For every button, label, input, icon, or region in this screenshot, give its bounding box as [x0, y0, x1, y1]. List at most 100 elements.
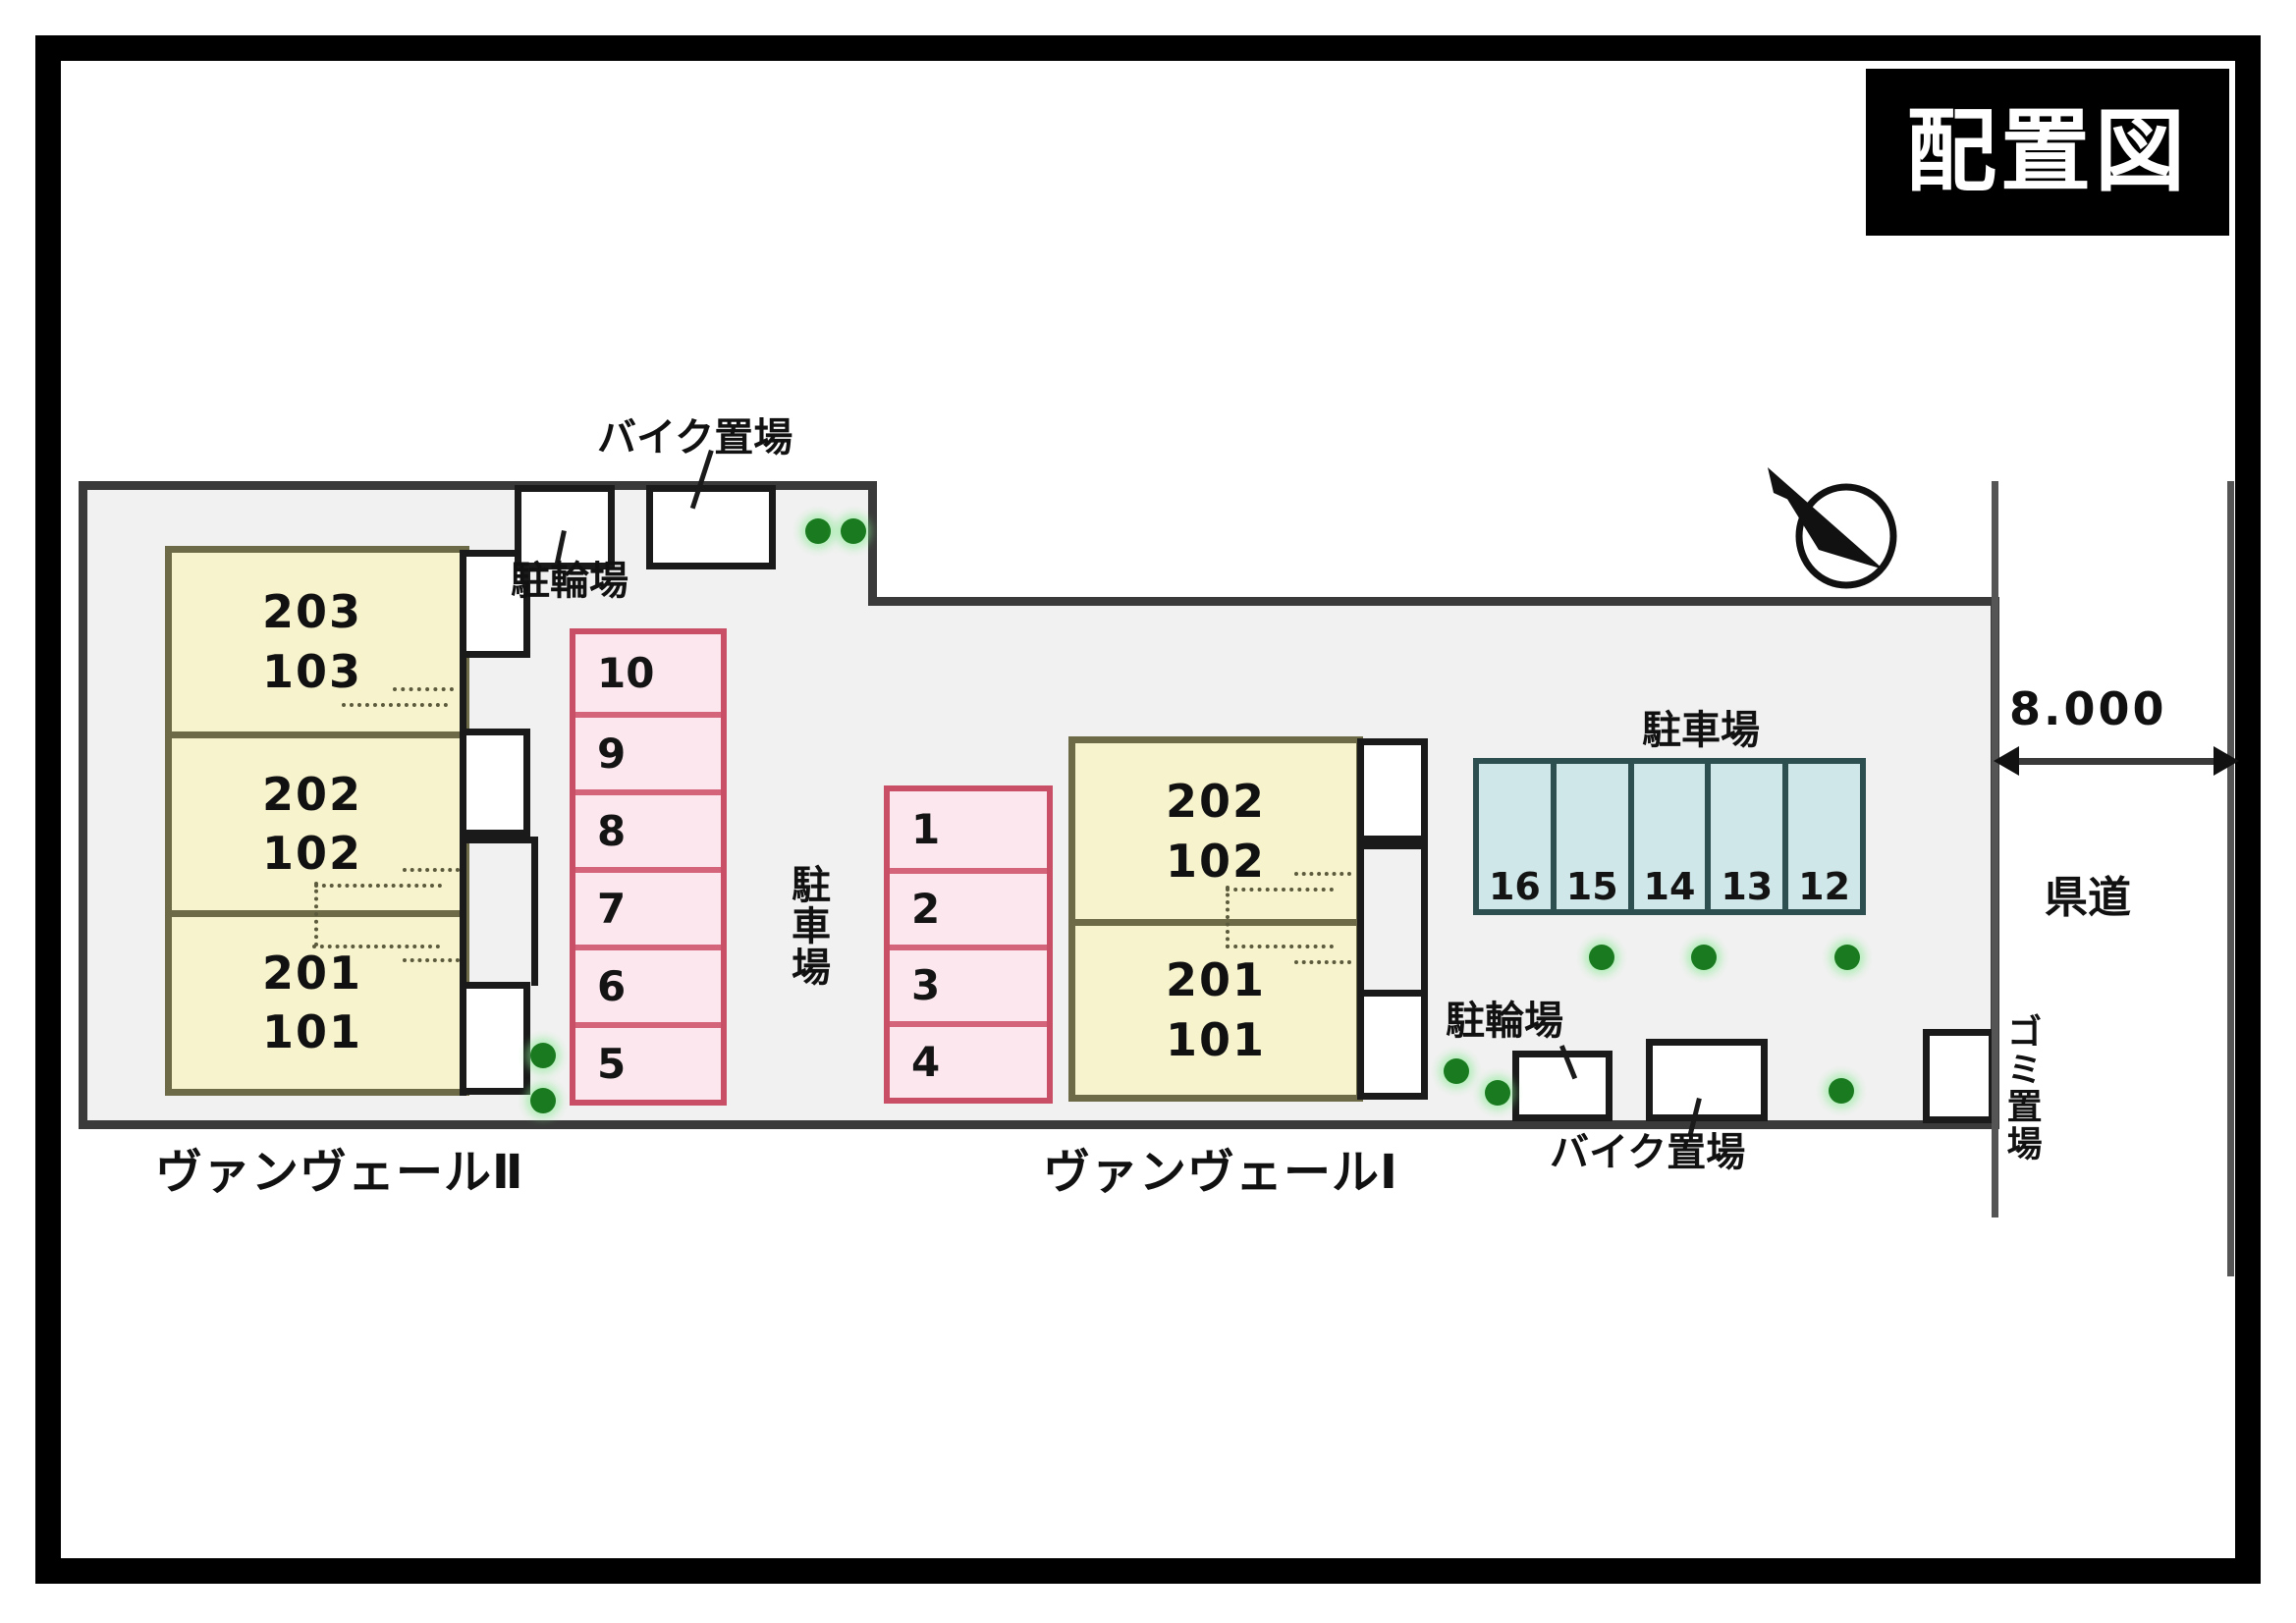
unit-number-upper: 202: [261, 767, 363, 821]
unit-divider-dotted: [342, 703, 448, 707]
motorcycle-parking-box-bottom: [1646, 1039, 1768, 1121]
stall-number: 3: [911, 961, 941, 1009]
building-name-vent-vert-2: ヴァンヴェールⅡ: [155, 1145, 524, 1200]
parking-stall[interactable]: 13: [1705, 764, 1782, 909]
unit-label-stack: 202 102: [1166, 772, 1266, 891]
unit-number-lower: 102: [1165, 834, 1267, 888]
shrub-dot: [805, 518, 831, 544]
unit-number-upper: 203: [261, 585, 363, 639]
building-vent-vert-2: 203 103 202 102 201 101: [165, 546, 469, 1096]
building-name-vent-vert-1: ヴァンヴェールⅠ: [1043, 1145, 1398, 1200]
bicycle-parking-label-top: 駐輪場: [511, 559, 629, 604]
building-edge-strip: [531, 837, 538, 986]
north-arrow-icon: [1760, 460, 1907, 597]
unit-divider-dotted: [403, 868, 460, 872]
unit-divider-dotted: [1226, 945, 1334, 948]
building-edge-strip: [1357, 842, 1428, 849]
unit-divider-dotted: [1226, 886, 1230, 948]
stall-number: 2: [911, 885, 941, 933]
parking-stall[interactable]: 16: [1479, 764, 1551, 909]
site-boundary-step: [868, 481, 877, 601]
stall-number: 5: [597, 1039, 627, 1088]
motorcycle-parking-label-top: バイク置場: [597, 415, 793, 460]
parking-stall[interactable]: 1: [890, 791, 1047, 868]
parking-label-teal: 駐車場: [1642, 708, 1760, 753]
unit-divider-dotted: [403, 958, 460, 962]
shrub-dot: [1691, 945, 1717, 970]
unit-divider-dotted: [314, 884, 442, 888]
stall-number: 14: [1643, 865, 1696, 908]
unit-divider-dotted: [314, 882, 318, 947]
stall-number: 10: [597, 648, 655, 697]
parking-stall[interactable]: 9: [575, 712, 721, 789]
unit-number-lower: 101: [1165, 1013, 1267, 1066]
unit-label-stack: 201 101: [262, 944, 372, 1062]
unit-divider-dotted: [1294, 872, 1351, 876]
parking-block-pink-b: 1 2 3 4: [884, 785, 1053, 1104]
stall-number: 1: [911, 805, 941, 853]
unit-number-lower: 103: [261, 644, 363, 698]
motorcycle-parking-box-top: [646, 485, 776, 569]
stall-number: 4: [911, 1038, 941, 1086]
bicycle-parking-label-bottom: 駐輪場: [1446, 999, 1563, 1044]
unit-number-upper: 201: [261, 946, 363, 1000]
parking-stall[interactable]: 7: [575, 867, 721, 945]
parking-stall[interactable]: 5: [575, 1022, 721, 1100]
bicycle-parking-box-top: [515, 485, 615, 569]
unit-202-102: 202 102: [172, 730, 463, 910]
page-title: 配置図: [1905, 99, 2189, 204]
building-vent-vert-1: 202 102 201 101: [1068, 736, 1363, 1102]
parking-stall[interactable]: 14: [1627, 764, 1706, 909]
parking-stall[interactable]: 15: [1550, 764, 1628, 909]
trash-area-label: ゴミ置場: [2000, 1013, 2042, 1163]
balcony-box: [460, 982, 530, 1095]
dimension-arrow: [1994, 746, 2239, 776]
unit-201-101: 201 101: [1075, 919, 1356, 1095]
road-boundary-inner: [1992, 481, 1998, 1217]
stall-number: 6: [597, 961, 627, 1010]
shrub-dot: [1834, 945, 1860, 970]
stall-number: 16: [1488, 865, 1541, 908]
unit-label-stack: 202 102: [262, 765, 372, 884]
trash-area-box: [1923, 1029, 1995, 1123]
shrub-dot: [841, 518, 866, 544]
unit-divider-dotted: [1226, 888, 1334, 892]
unit-label-stack: 203 103: [262, 582, 372, 701]
parking-stall[interactable]: 12: [1782, 764, 1860, 909]
unit-divider-dotted: [312, 945, 440, 948]
unit-number-upper: 202: [1165, 774, 1267, 828]
parking-label-vertical: 駐車場: [785, 864, 830, 988]
parking-stall[interactable]: 8: [575, 789, 721, 867]
parking-block-teal: 16 15 14 13 12: [1473, 758, 1866, 915]
dimension-arrow-right: [2214, 746, 2239, 776]
unit-divider-dotted: [1294, 960, 1351, 964]
parking-stall[interactable]: 4: [890, 1021, 1047, 1098]
balcony-box: [1357, 990, 1428, 1100]
road-width-dimension: 8.000: [2009, 682, 2167, 735]
balcony-box: [1357, 738, 1428, 842]
unit-divider-dotted: [393, 687, 454, 691]
stall-number: 9: [597, 729, 627, 778]
parking-stall[interactable]: 3: [890, 945, 1047, 1021]
unit-202-102: 202 102: [1075, 743, 1356, 919]
stall-number: 8: [597, 806, 627, 855]
stall-number: 7: [597, 884, 627, 933]
parking-block-pink-a: 10 9 8 7 6 5: [570, 628, 727, 1106]
title-plate: 配置図: [1866, 69, 2229, 236]
shrub-dot: [1485, 1080, 1510, 1106]
stall-number: 15: [1565, 865, 1618, 908]
shrub-dot: [530, 1043, 556, 1068]
parking-stall[interactable]: 6: [575, 945, 721, 1022]
building-edge-strip: [460, 837, 538, 843]
shrub-dot: [530, 1088, 556, 1113]
dimension-arrow-left: [1994, 746, 2019, 776]
parking-stall[interactable]: 2: [890, 868, 1047, 945]
unit-number-upper: 201: [1165, 953, 1267, 1007]
parking-stall[interactable]: 10: [575, 634, 721, 712]
building-edge-strip: [1421, 842, 1428, 994]
stall-number: 12: [1798, 865, 1851, 908]
shrub-dot: [1444, 1058, 1469, 1084]
unit-number-lower: 102: [261, 827, 363, 881]
